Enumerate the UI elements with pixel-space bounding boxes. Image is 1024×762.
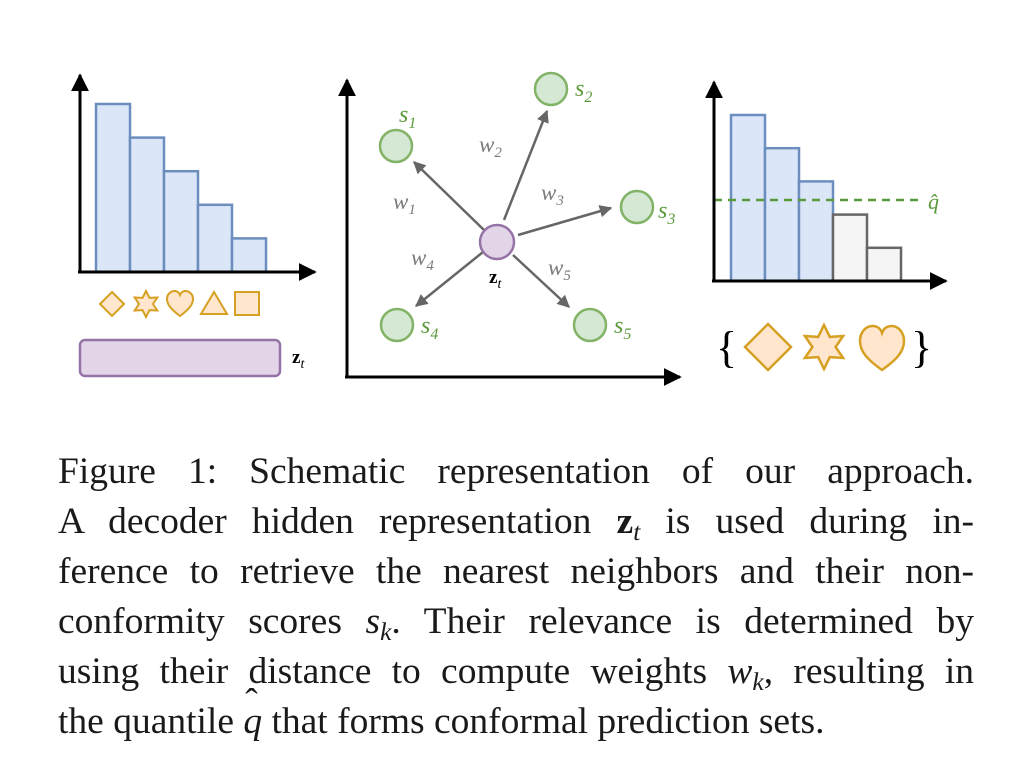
brace-open: { — [716, 323, 737, 372]
right-histogram — [729, 113, 903, 283]
arrow-w3 — [517, 205, 613, 237]
left-panel: zt — [71, 73, 317, 378]
prediction-set: { } — [716, 322, 932, 372]
neighbor-node-s5 — [572, 307, 608, 343]
triangle-icon — [199, 290, 229, 315]
caption-line-1: Figure 1: Schematic representation of ou… — [58, 451, 974, 492]
heart-icon — [858, 324, 906, 372]
weight-label-w5: w5 — [548, 255, 571, 284]
hidden-representation-bar — [78, 338, 282, 378]
neighbor-nodes — [378, 71, 655, 343]
diamond-icon — [98, 290, 126, 318]
arrow-w2 — [502, 109, 549, 221]
neighbor-label-s4: s4 — [421, 313, 438, 343]
left-histogram — [94, 102, 268, 274]
histogram-bar — [196, 203, 234, 274]
histogram-bar — [128, 136, 166, 274]
query-node-label: zt — [489, 267, 502, 292]
neighbor-node-s1 — [378, 128, 414, 164]
heart-icon — [165, 289, 195, 318]
histogram-bar — [162, 169, 200, 274]
hidden-representation-label: zt — [292, 347, 305, 372]
caption-line-4: conformity scores sk. Their relevance is… — [58, 601, 974, 647]
threshold-label: q̂ — [928, 189, 939, 214]
neighbor-label-s1: s1 — [399, 102, 416, 132]
caption-line-3: ference to retrieve the nearest neighbor… — [58, 551, 974, 592]
neighbor-node-s2 — [533, 71, 569, 107]
histogram-bar — [797, 180, 835, 283]
neighbor-node-s3 — [619, 189, 655, 225]
middle-panel: s1 s2 s3 s4 s5 w1 w2 w3 w4 w5 zt — [338, 71, 682, 386]
figure-caption: Figure 1: Schematic representation of ou… — [58, 447, 974, 747]
arrow-w5 — [512, 254, 570, 308]
histogram-bar — [230, 237, 268, 274]
schematic-figure: zt s1 s2 s3 s4 s5 w1 — [71, 71, 948, 386]
arrow-w4 — [415, 251, 484, 307]
square-icon — [234, 291, 260, 316]
star-icon — [802, 322, 846, 372]
neighbor-label-s3: s3 — [658, 198, 675, 228]
right-panel: q̂ { } — [705, 80, 948, 372]
histogram-bar — [831, 213, 869, 283]
caption-line-2: A decoder hidden representation zt is us… — [58, 501, 974, 547]
neighbor-node-s4 — [379, 307, 415, 343]
histogram-bar — [729, 113, 767, 283]
arrow-w1 — [413, 161, 485, 231]
query-node — [478, 223, 516, 261]
weight-label-w1: w1 — [393, 189, 416, 218]
weight-label-w4: w4 — [411, 245, 434, 274]
weight-label-w2: w2 — [479, 132, 502, 161]
histogram-bar — [763, 146, 801, 283]
token-shapes — [98, 288, 260, 320]
diamond-icon — [743, 322, 793, 372]
brace-close: } — [911, 323, 932, 372]
neighbor-label-s2: s2 — [575, 76, 592, 106]
star-icon — [132, 288, 160, 320]
histogram-bar — [865, 246, 903, 283]
histogram-bar — [94, 102, 132, 274]
weight-label-w3: w3 — [541, 180, 564, 209]
weight-arrows — [413, 109, 613, 308]
neighbor-label-s5: s5 — [614, 313, 631, 343]
caption-line-5: using their distance to compute weights … — [58, 651, 974, 697]
